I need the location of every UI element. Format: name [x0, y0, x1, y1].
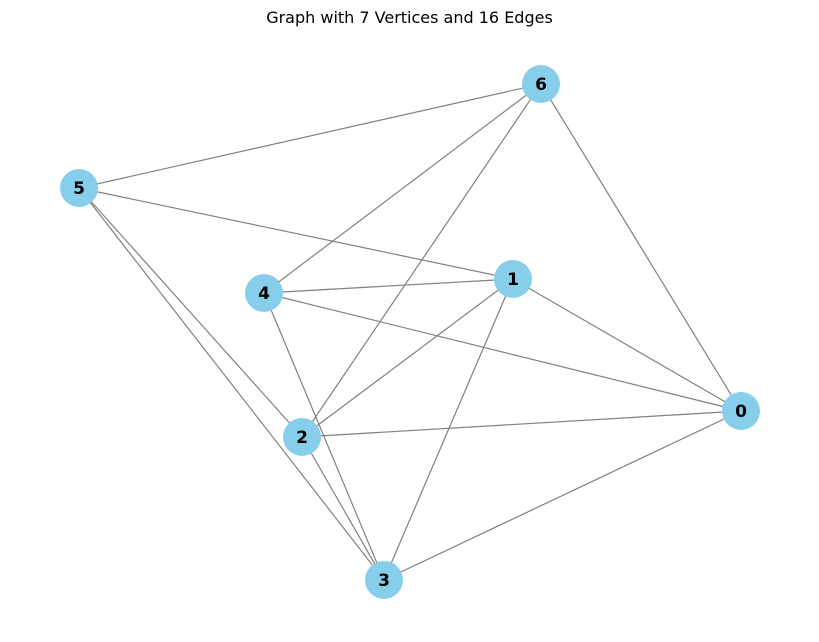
- node-1: 1: [494, 260, 532, 298]
- edge-2-6: [301, 83, 542, 438]
- node-circle-4: [245, 274, 283, 312]
- node-0: 0: [722, 392, 760, 430]
- node-circle-6: [522, 65, 560, 103]
- edges-layer: [78, 83, 742, 581]
- node-6: 6: [522, 65, 560, 103]
- node-label-5: 5: [73, 179, 85, 199]
- node-circle-1: [494, 260, 532, 298]
- edge-3-4: [263, 292, 385, 581]
- edge-2-3: [301, 436, 385, 581]
- node-label-0: 0: [735, 402, 747, 422]
- edge-0-2: [301, 410, 742, 438]
- edge-0-4: [263, 292, 742, 412]
- node-5: 5: [60, 169, 98, 207]
- edge-0-1: [512, 278, 742, 412]
- edge-0-6: [540, 83, 742, 412]
- edge-1-3: [383, 278, 514, 581]
- node-label-2: 2: [296, 428, 308, 448]
- node-label-6: 6: [535, 75, 547, 95]
- node-label-1: 1: [507, 270, 519, 290]
- node-label-4: 4: [258, 284, 270, 304]
- node-circle-0: [722, 392, 760, 430]
- edge-3-5: [78, 187, 385, 581]
- node-4: 4: [245, 274, 283, 312]
- edge-4-6: [263, 83, 542, 294]
- graph-title: Graph with 7 Vertices and 16 Edges: [266, 8, 553, 27]
- node-label-3: 3: [378, 571, 390, 591]
- edge-1-5: [78, 187, 514, 280]
- node-circle-3: [365, 561, 403, 599]
- node-3: 3: [365, 561, 403, 599]
- edge-2-5: [78, 187, 303, 438]
- node-circle-2: [283, 418, 321, 456]
- node-circle-5: [60, 169, 98, 207]
- edge-0-3: [383, 410, 742, 581]
- edge-1-4: [263, 278, 514, 294]
- edge-1-2: [301, 278, 514, 438]
- edge-5-6: [78, 83, 542, 189]
- nodes-layer: 0 1 2 3 4 5 6: [60, 65, 760, 599]
- node-2: 2: [283, 418, 321, 456]
